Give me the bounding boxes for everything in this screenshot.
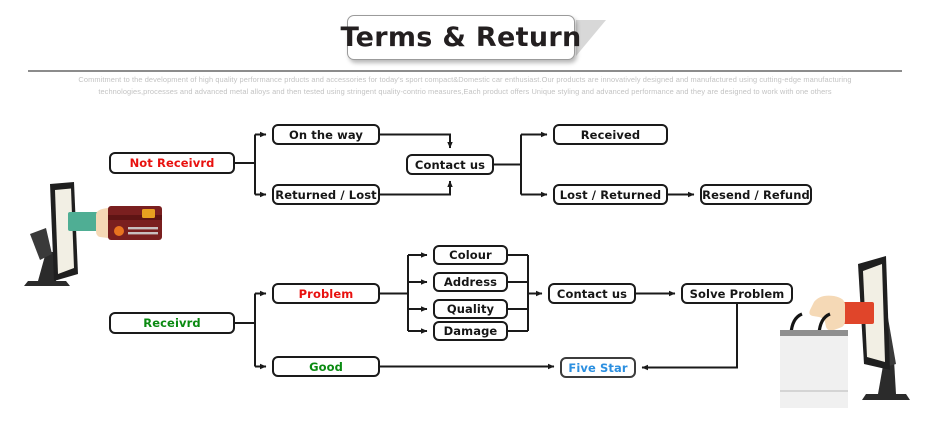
node-label: Five Star <box>568 360 628 375</box>
node-label: Contact us <box>414 157 486 172</box>
node-label: Colour <box>449 248 492 262</box>
monitor-hand-shopping-bag-icon <box>780 256 910 408</box>
node-problem[interactable]: Problem <box>272 283 380 304</box>
title-banner: Terms & Return <box>341 15 581 60</box>
node-received[interactable]: Received <box>553 124 668 145</box>
node-label: Resend / Refund <box>702 187 810 202</box>
node-solve-problem[interactable]: Solve Problem <box>681 283 793 304</box>
node-issue-address[interactable]: Address <box>433 272 508 292</box>
node-lost-returned[interactable]: Lost / Returned <box>553 184 668 205</box>
node-five-star[interactable]: Five Star <box>560 357 636 378</box>
description-block: Commitment to the development of high qu… <box>30 74 900 97</box>
page-header: Terms & Return <box>0 0 930 70</box>
node-resend-refund[interactable]: Resend / Refund <box>700 184 812 205</box>
node-contact-us-upper[interactable]: Contact us <box>406 154 494 175</box>
node-issue-damage[interactable]: Damage <box>433 321 508 341</box>
node-label: Address <box>443 275 498 289</box>
node-not-received[interactable]: Not Receivrd <box>109 152 235 174</box>
node-label: Problem <box>298 286 354 301</box>
node-label: Returned / Lost <box>275 187 377 202</box>
monitor-hand-credit-card-icon <box>24 182 162 286</box>
node-contact-us-lower[interactable]: Contact us <box>548 283 636 304</box>
node-label: On the way <box>289 127 363 142</box>
node-on-the-way[interactable]: On the way <box>272 124 380 145</box>
node-label: Lost / Returned <box>559 187 662 202</box>
banner-tail-icon <box>576 20 606 56</box>
page-title: Terms & Return <box>340 22 582 53</box>
description-line-1: Commitment to the development of high qu… <box>78 75 852 84</box>
header-divider <box>28 70 902 72</box>
node-label: Receivrd <box>143 316 201 330</box>
node-label: Contact us <box>556 286 628 301</box>
node-good[interactable]: Good <box>272 356 380 377</box>
node-issue-colour[interactable]: Colour <box>433 245 508 265</box>
node-issue-quality[interactable]: Quality <box>433 299 508 319</box>
description-line-2: technologies,processes and advanced meta… <box>98 86 832 96</box>
node-label: Good <box>309 359 343 374</box>
node-receivrd[interactable]: Receivrd <box>109 312 235 334</box>
node-label: Damage <box>443 324 498 338</box>
node-label: Not Receivrd <box>129 156 215 170</box>
node-returned-lost[interactable]: Returned / Lost <box>272 184 380 205</box>
node-label: Received <box>580 127 641 142</box>
node-label: Quality <box>446 302 495 316</box>
node-label: Solve Problem <box>689 286 785 301</box>
